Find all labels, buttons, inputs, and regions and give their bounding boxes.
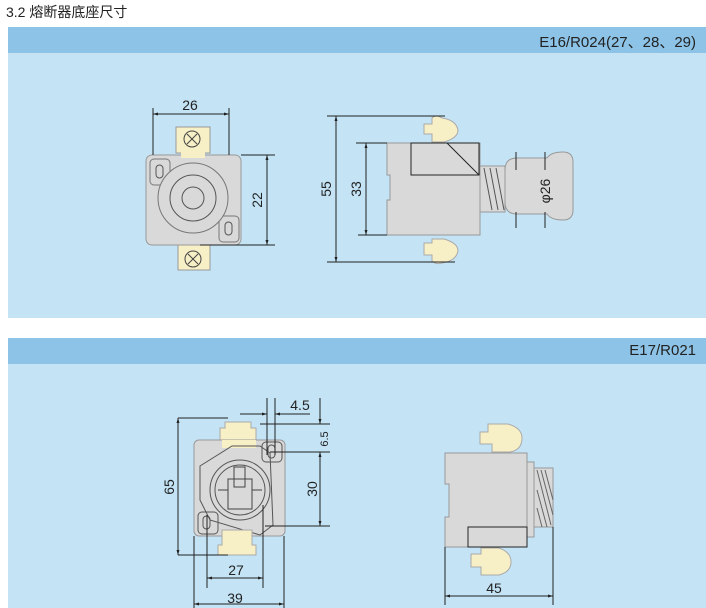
dim-depth: 45 [486, 580, 502, 596]
section-title: 3.2 熔断器底座尺寸 [6, 4, 128, 20]
dim-offset: 4.5 [290, 397, 310, 413]
drawing-panel-e17 [8, 364, 706, 608]
drawing-panel-e16 [8, 53, 706, 318]
dim-width: 26 [182, 97, 198, 113]
dim-width: 39 [227, 590, 243, 606]
e16-side-view [327, 115, 574, 265]
section-header-e17: E17/R021 [8, 338, 706, 364]
dim-total-height: 55 [318, 181, 334, 197]
e17-side-view [444, 423, 554, 605]
dim-total-height: 65 [161, 479, 177, 495]
dim-hole-spacing: 30 [304, 481, 320, 497]
dim-body-height: 33 [348, 181, 364, 197]
model-label: E16/R024(27、28、29) [539, 34, 696, 51]
e17-front-view [176, 398, 330, 608]
dim-height: 22 [249, 192, 265, 208]
dim-hole-offset: 6.5 [319, 431, 331, 446]
model-label: E17/R021 [629, 342, 696, 359]
dim-cap-diameter: φ26 [537, 178, 553, 203]
section-header-e16: E16/R024(27、28、29) [8, 27, 706, 53]
dim-inner-width: 27 [228, 562, 244, 578]
e16-front-view [145, 108, 275, 271]
